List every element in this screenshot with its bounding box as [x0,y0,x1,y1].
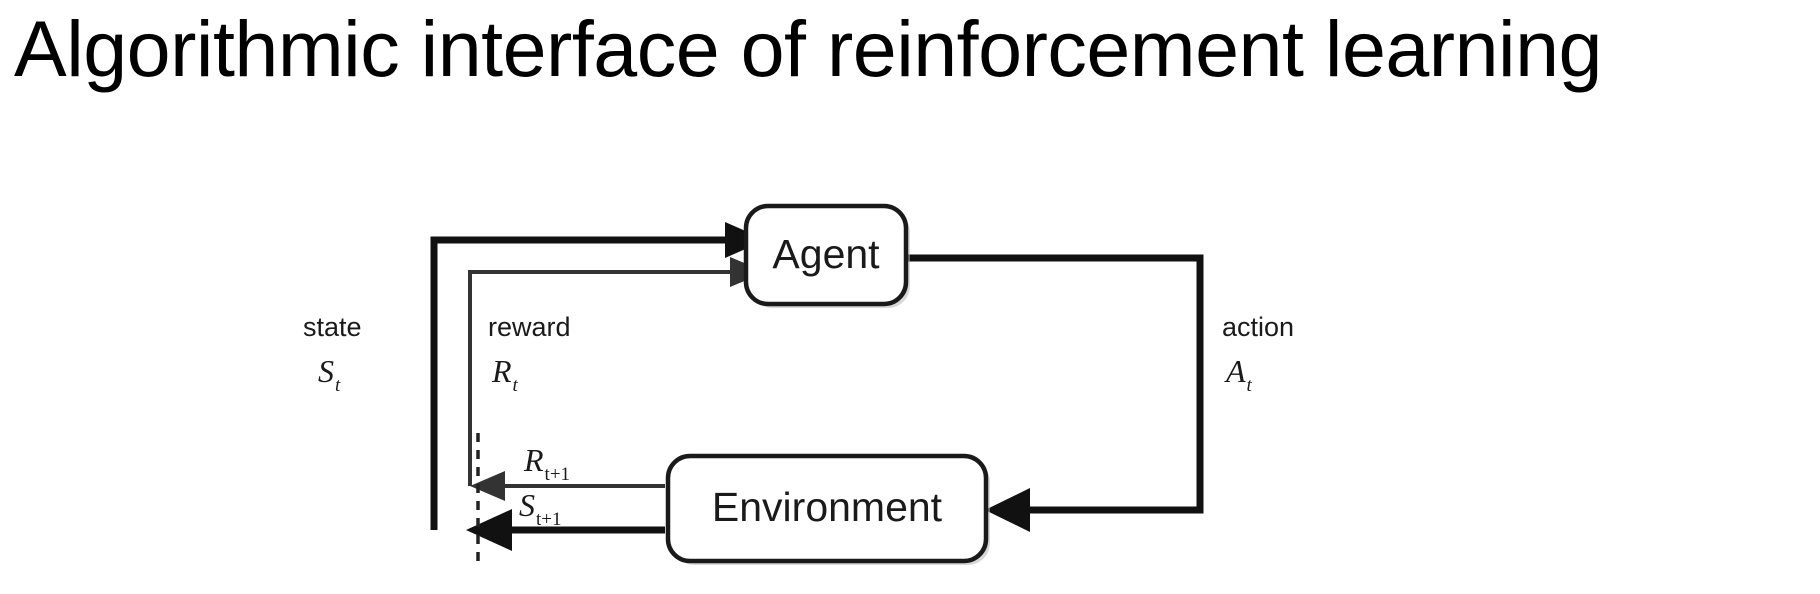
agent-box-outline [743,203,909,307]
action-edge-arrowhead [985,488,1030,532]
agent-label: Agent [772,231,880,277]
reward-edge-line [468,270,730,486]
environment-label: Environment [712,484,943,530]
action-symbol-base: A [1224,353,1246,389]
environment-box-fill [668,456,986,561]
action-edge-label: action [1222,312,1294,342]
reward-edge-label-group: reward Rt [488,312,571,396]
state-symbol: St [318,353,341,396]
reward-next-edge [470,471,665,501]
state-symbol-base: S [318,353,334,389]
reward-symbol-base: R [491,353,512,389]
environment-box-outline [665,453,989,564]
reward-symbol-sub: t [513,375,519,396]
page-title: Algorithmic interface of reinforcement l… [14,4,1602,93]
agent-box-fill [746,206,906,304]
state-next-sub: t+1 [536,509,562,530]
state-next-edge [466,509,665,551]
reward-symbol: Rt [491,353,519,396]
action-edge [905,254,1204,532]
rl-loop-diagram: Agent Environment state St reward Rt [0,150,1420,594]
rl-loop-svg: Agent Environment state St reward Rt [303,203,1294,565]
reward-next-sub: t+1 [545,464,571,485]
action-edge-label-group: action At [1222,312,1294,396]
reward-edge [468,257,766,486]
reward-next-base: R [523,442,544,478]
state-symbol-sub: t [335,375,341,396]
reward-edge-label: reward [488,312,571,342]
action-edge-line [905,254,1204,514]
state-edge-line [430,236,725,530]
state-next-arrowhead [466,509,512,551]
state-next-base: S [519,487,535,523]
environment-node[interactable]: Environment [665,453,990,565]
state-edge-label: state [303,312,362,342]
state-next-symbol: St+1 [519,487,562,530]
action-symbol-sub: t [1247,375,1253,396]
reward-next-arrowhead [470,471,505,501]
state-edge-label-group: state St [303,312,362,396]
action-symbol: At [1224,353,1253,396]
reward-next-symbol: Rt+1 [523,442,570,485]
agent-node[interactable]: Agent [743,203,910,308]
